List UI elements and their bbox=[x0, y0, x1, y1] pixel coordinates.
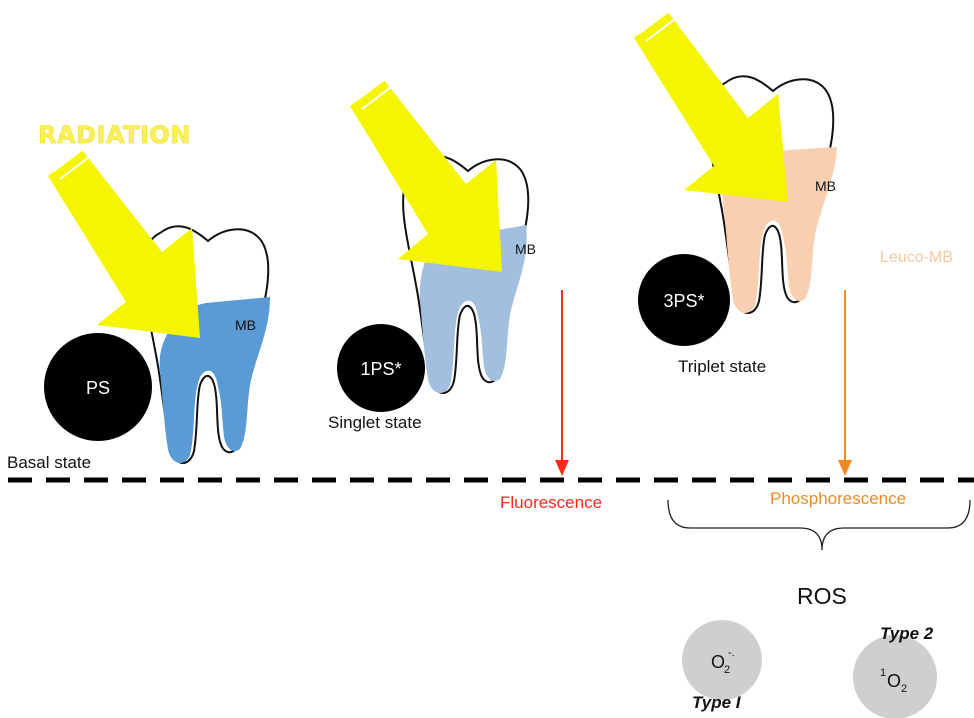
singlet-oxygen-sub: 2 bbox=[901, 683, 907, 695]
singlet-state-label: Singlet state bbox=[328, 413, 422, 432]
basal-state-label: Basal state bbox=[7, 453, 91, 472]
superoxide-o: O bbox=[711, 652, 725, 672]
phosphorescence-label: Phosphorescence bbox=[770, 489, 906, 508]
singlet-oxygen-sup: 1 bbox=[880, 667, 886, 679]
superoxide-sup: -. bbox=[728, 647, 735, 659]
triplet-state-label: Triplet state bbox=[678, 357, 766, 376]
ps3-label: 3PS* bbox=[663, 291, 704, 311]
radiation-label: RADIATION bbox=[38, 121, 191, 149]
fluorescence-arrow bbox=[555, 290, 569, 476]
ps1-label: 1PS* bbox=[360, 359, 401, 379]
ps-label: PS bbox=[86, 378, 110, 398]
type2-label: Type 2 bbox=[880, 624, 934, 643]
type1-label: Type I bbox=[692, 693, 742, 712]
ros-label: ROS bbox=[797, 583, 847, 609]
leuco-mb-label: Leuco-MB bbox=[880, 249, 953, 266]
mb-label-basal: MB bbox=[235, 317, 256, 333]
radiation-arrow-2 bbox=[350, 76, 502, 272]
singlet-oxygen-o: O bbox=[887, 671, 901, 691]
radiation-arrow-3 bbox=[634, 8, 788, 202]
fluorescence-label: Fluorescence bbox=[500, 493, 602, 512]
superoxide-sub: 2 bbox=[724, 664, 730, 676]
mb-label-singlet: MB bbox=[515, 241, 536, 257]
phosphorescence-arrow bbox=[838, 290, 852, 476]
mb-label-triplet: MB bbox=[815, 178, 836, 194]
radiation-arrow-1 bbox=[48, 146, 200, 338]
